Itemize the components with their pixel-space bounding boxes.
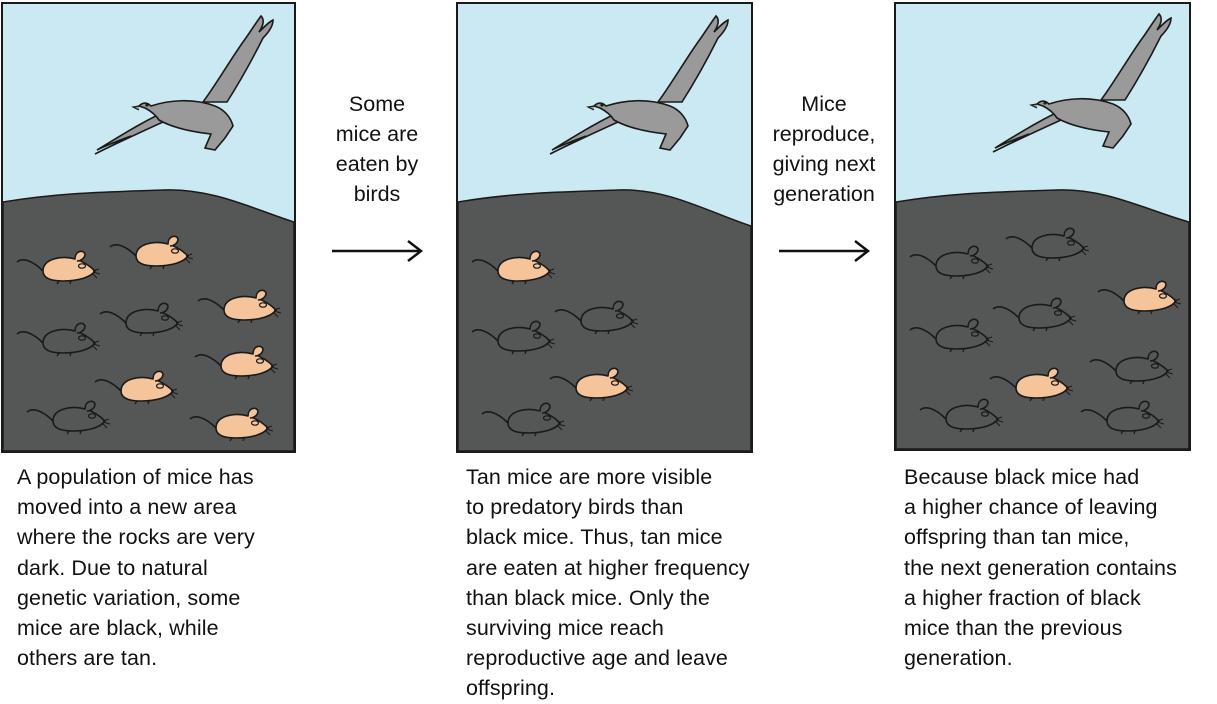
tan-mouse-icon (189, 407, 274, 442)
black-mouse-icon (1089, 350, 1174, 385)
tan-mouse-icon (94, 370, 179, 405)
black-mouse-icon (1080, 400, 1165, 435)
black-mouse-icon (919, 398, 1004, 433)
black-mouse-icon (992, 297, 1077, 332)
tan-mouse-icon (549, 367, 634, 402)
panel-initial-population (1, 2, 296, 453)
tan-mouse-icon (194, 345, 279, 380)
panel-next-generation (894, 2, 1191, 451)
tan-mouse-icon (1097, 280, 1182, 315)
hawk-icon (992, 12, 1172, 153)
caption-predation: Tan mice are more visible to predatory b… (466, 465, 750, 701)
panel-after-predation (456, 2, 753, 453)
caption-initial-population: A population of mice has moved into a ne… (17, 465, 255, 671)
tan-mouse-icon (989, 367, 1074, 402)
black-mouse-icon (99, 302, 184, 337)
black-mouse-icon (1005, 227, 1090, 262)
black-mouse-icon (16, 322, 101, 357)
black-mouse-icon (554, 300, 639, 335)
hawk-icon (94, 14, 274, 155)
black-mouse-icon (909, 318, 994, 353)
black-mouse-icon (909, 245, 994, 280)
black-mouse-icon (471, 320, 556, 355)
tan-mouse-icon (16, 250, 101, 285)
caption-next-generation: Because black mice had a higher chance o… (904, 465, 1177, 671)
arrow-right-icon (779, 240, 871, 262)
step-label-eaten: Some mice are eaten by birds (335, 92, 419, 206)
tan-mouse-icon (471, 250, 556, 285)
arrow-right-icon (332, 240, 424, 262)
tan-mouse-icon (109, 235, 194, 270)
black-mouse-icon (26, 400, 111, 435)
black-mouse-icon (481, 402, 566, 437)
tan-mouse-icon (197, 289, 282, 324)
step-label-reproduce: Mice reproduce, giving next generation (772, 92, 876, 206)
hawk-icon (549, 14, 729, 155)
